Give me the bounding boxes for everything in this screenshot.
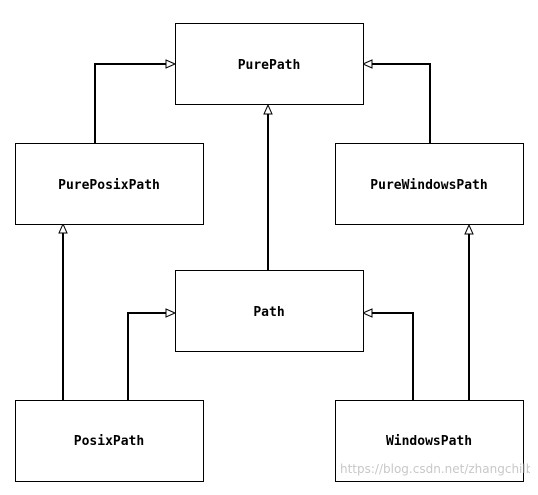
node-windowspath: WindowsPath [335,400,524,482]
edge-posixpath-to-path-arrowhead [165,308,177,318]
edges [58,59,474,400]
node-purepath: PurePath [175,23,364,105]
node-purepath-label: PurePath [238,58,301,73]
edge-purewindowspath-to-purepath-arrowhead [361,59,373,69]
node-path-box [175,270,364,352]
node-pureposixpath-label: PurePosixPath [58,178,160,193]
node-windowspath-label: WindowsPath [386,434,472,449]
edge-pureposixpath-to-purepath-arrowhead [165,59,177,69]
edge-posixpath-to-path [127,312,166,400]
node-posixpath-box [15,400,204,482]
node-pureposixpath: PurePosixPath [15,143,204,225]
watermark: https://blog.csdn.net/zhangchilb [340,462,530,476]
node-posixpath: PosixPath [15,400,204,482]
edge-pureposixpath-to-purepath [94,63,166,143]
edge-path-to-purepath-arrowhead [263,103,273,115]
edge-purewindowspath-to-purepath [372,63,431,143]
node-posixpath-label: PosixPath [74,434,144,449]
edge-windowspath-to-path-arrowhead [361,308,373,318]
node-path-label: Path [253,305,284,320]
edge-windowspath-to-purewindowspath-arrowhead [464,223,474,235]
node-path: Path [175,270,364,352]
node-windowspath-box [335,400,524,482]
node-purewindowspath-label: PureWindowsPath [370,178,487,193]
node-purewindowspath-box [335,143,524,225]
node-purewindowspath: PureWindowsPath [335,143,524,225]
node-pureposixpath-box [15,143,204,225]
node-purepath-box [175,23,364,105]
edge-windowspath-to-path [372,312,414,400]
edge-posixpath-to-pureposixpath-arrowhead [58,222,68,234]
